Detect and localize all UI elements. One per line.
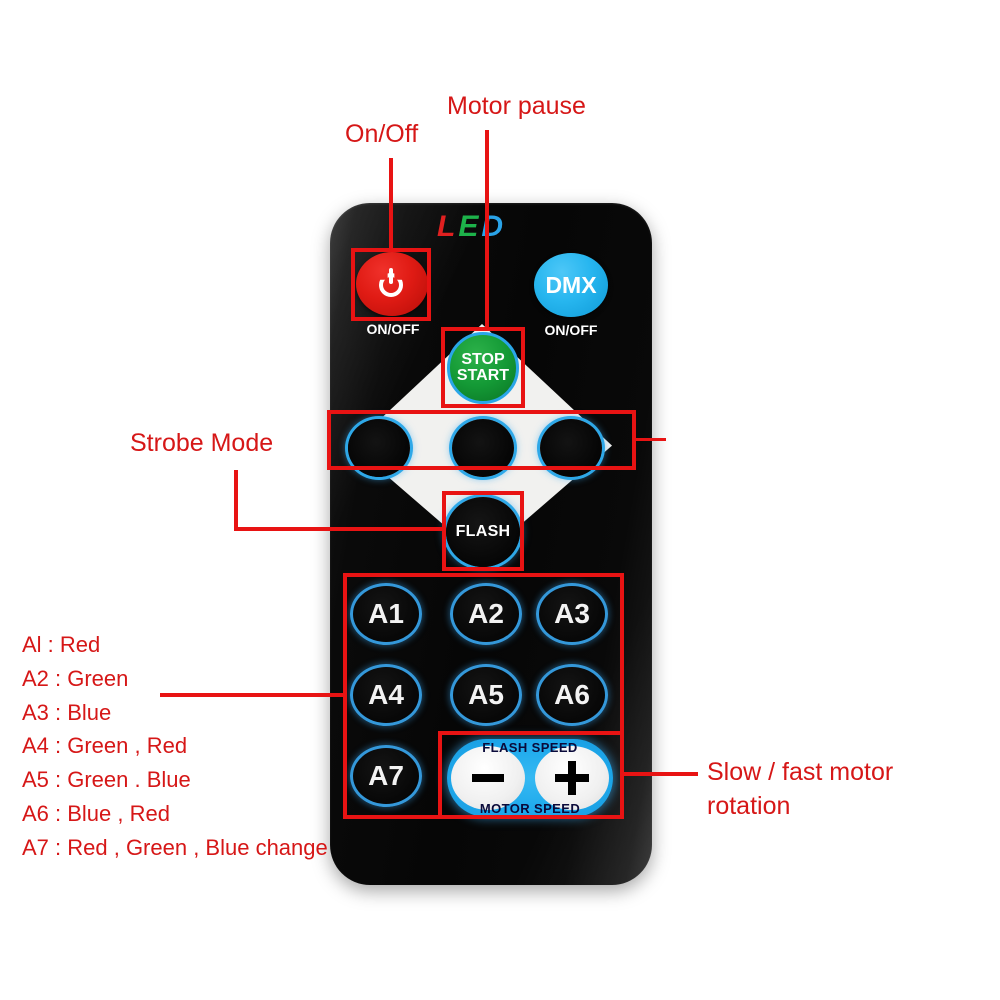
legend-item-a6: A6 : Blue , Red (22, 801, 170, 826)
button-a4[interactable]: A4 (350, 664, 422, 726)
button-a5[interactable]: A5 (450, 664, 522, 726)
speed-decrease-button[interactable] (451, 746, 525, 810)
button-a5-label: A5 (468, 679, 504, 710)
speed-increase-button[interactable] (535, 746, 609, 810)
button-a7-label: A7 (368, 760, 404, 791)
flash-button[interactable]: FLASH (446, 497, 520, 567)
button-a1-label: A1 (368, 598, 404, 629)
annotation-box-power (351, 248, 431, 321)
power-button[interactable] (356, 252, 428, 316)
legend-item-a1: Al : Red (22, 632, 101, 657)
stop-start-line1: STOP (461, 350, 505, 368)
stop-start-button[interactable]: STOP START (447, 332, 519, 404)
leader-line-motor-rotation (622, 772, 698, 776)
legend-item-a7: A7 : Red , Green , Blue change (22, 835, 328, 860)
annotation-box-stop-start (441, 327, 525, 408)
flash-speed-label: FLASH SPEED (482, 740, 578, 755)
legend-item-a2: A2 : Green (22, 666, 129, 691)
button-a2-label: A2 (468, 598, 504, 629)
callout-motor-rotation-line1: Slow / fast motor (707, 758, 894, 786)
dmx-button-text: DMX (545, 271, 597, 298)
annotation-box-strobe-row (327, 410, 636, 470)
leader-line-strobe-vertical (234, 470, 238, 531)
annotation-box-flash (442, 491, 524, 571)
motor-speed-label: MOTOR SPEED (479, 801, 581, 816)
leader-line-strobe-row-stub (634, 438, 666, 441)
button-a2[interactable]: A2 (450, 583, 522, 645)
leader-line-legend (160, 693, 347, 697)
button-a1[interactable]: A1 (350, 583, 422, 645)
flash-button-text: FLASH (455, 523, 511, 540)
button-a3-label: A3 (554, 598, 590, 629)
legend-item-a4: A4 : Green , Red (22, 733, 188, 758)
button-a7[interactable]: A7 (350, 745, 422, 807)
button-a3[interactable]: A3 (536, 583, 608, 645)
callout-on-off: On/Off (345, 120, 419, 148)
speed-control-pad: FLASH SPEED MOTOR SPEED (447, 739, 613, 817)
button-a6[interactable]: A6 (536, 664, 608, 726)
dmx-button[interactable]: DMX (534, 253, 608, 317)
minus-icon (472, 774, 504, 782)
stop-start-line2: START (456, 367, 510, 384)
callout-motor-rotation-line2: rotation (707, 792, 791, 820)
button-a6-label: A6 (554, 679, 590, 710)
plus-icon (555, 761, 589, 795)
legend-item-a5: A5 : Green . Blue (22, 767, 191, 792)
callout-strobe-mode: Strobe Mode (130, 429, 274, 457)
leader-line-motor-pause (485, 130, 489, 329)
led-logo-letter-l: L (437, 210, 459, 243)
power-button-label: ON/OFF (366, 321, 420, 337)
led-logo: LED (437, 212, 506, 242)
leader-line-strobe-horizontal (234, 527, 446, 531)
legend-item-a3: A3 : Blue (22, 700, 112, 725)
leader-line-on-off (389, 158, 393, 250)
dmx-button-label: ON/OFF (544, 322, 598, 338)
led-logo-letter-e: E (458, 210, 482, 243)
button-a4-label: A4 (368, 679, 404, 710)
power-icon (377, 268, 407, 299)
callout-motor-pause: Motor pause (447, 92, 586, 120)
